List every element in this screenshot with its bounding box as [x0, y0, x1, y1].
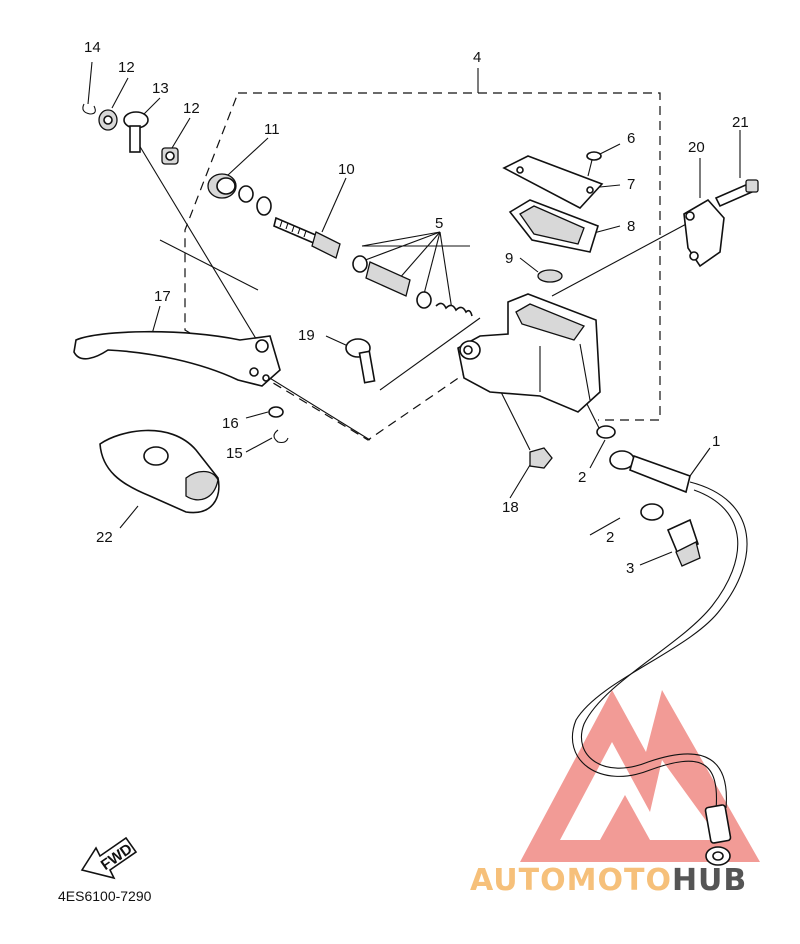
push-rod-10: [273, 216, 341, 259]
nut-12-upper: [98, 109, 118, 131]
clutch-lever-17: [73, 330, 281, 387]
piston-kit-5: [352, 255, 473, 317]
washer-16: [268, 406, 284, 418]
watermark-part2: HUB: [672, 863, 747, 898]
lever-cover-22: [99, 429, 220, 514]
label-2-lower: 2: [606, 529, 614, 546]
label-21: 21: [732, 114, 749, 131]
label-12-upper: 12: [118, 59, 135, 76]
nut-12-lower: [161, 147, 179, 165]
nut-18: [529, 447, 553, 469]
reservoir-cap-7: [502, 155, 604, 209]
float-plate-9: [537, 269, 563, 283]
snap-ring-15: [273, 429, 289, 444]
label-13: 13: [152, 80, 169, 97]
boot-11: [207, 173, 272, 216]
label-22: 22: [96, 529, 113, 546]
screw-6: [586, 151, 602, 177]
washer-2-lower: [640, 503, 664, 521]
master-cylinder-body-4: [457, 293, 601, 413]
bolt-21: [714, 179, 759, 208]
label-7: 7: [627, 176, 635, 193]
snap-ring-14: [82, 103, 96, 115]
diaphragm-8: [508, 199, 599, 253]
label-8: 8: [627, 218, 635, 235]
watermark-part1: AUTOMOTO: [470, 863, 672, 898]
label-16: 16: [222, 415, 239, 432]
leader-lines: [87, 61, 741, 566]
fwd-arrow-icon: FWD: [80, 836, 138, 880]
label-18: 18: [502, 499, 519, 516]
label-19: 19: [298, 327, 315, 344]
label-1: 1: [712, 433, 720, 450]
label-11: 11: [264, 121, 280, 138]
clamp-20: [683, 198, 725, 268]
label-14: 14: [84, 39, 101, 56]
label-20: 20: [688, 139, 705, 156]
union-bolt-3: [666, 518, 701, 567]
label-4: 4: [473, 49, 481, 66]
label-17: 17: [154, 288, 171, 305]
label-12-lower: 12: [183, 100, 200, 117]
label-9: 9: [505, 250, 513, 267]
washer-2-upper: [596, 425, 616, 439]
pivot-bolt-19: [345, 338, 376, 384]
pivot-bolt-13: [123, 111, 149, 153]
diagram-code: 4ES6100-7290: [58, 888, 152, 904]
assembly-outline: [184, 92, 661, 441]
watermark-text: AUTOMOTOHUB: [470, 863, 747, 898]
label-2-upper: 2: [578, 469, 586, 486]
label-3: 3: [626, 560, 634, 577]
label-6: 6: [627, 130, 635, 147]
watermark-logo-icon: [520, 690, 760, 862]
label-5: 5: [435, 215, 443, 232]
label-10: 10: [338, 161, 355, 178]
label-15: 15: [226, 445, 243, 462]
clutch-hose-1: [571, 450, 748, 866]
